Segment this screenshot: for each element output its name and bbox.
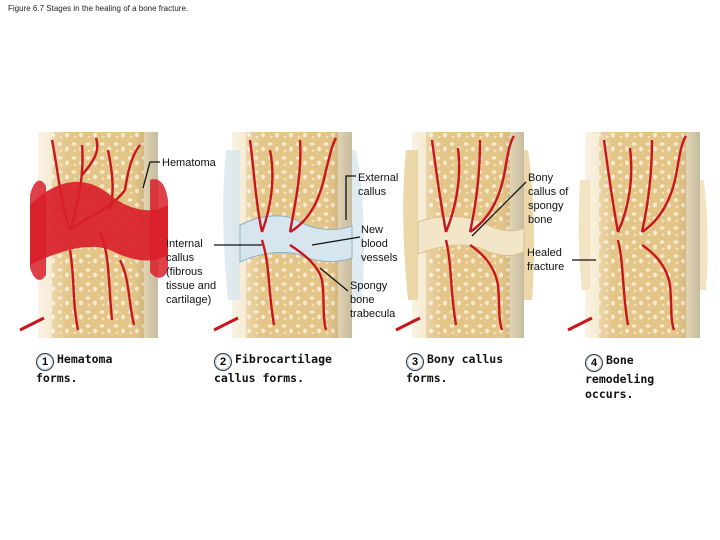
stage-3-bone xyxy=(395,132,535,338)
label-spongy-bone-trabecula: Spongy bone trabecula xyxy=(350,280,396,320)
step-4-text-rest: remodeling occurs. xyxy=(585,372,655,401)
step-2-number: 2 xyxy=(214,353,232,371)
step-1-text-first: Hematoma xyxy=(57,352,113,366)
step-3-text-rest: forms. xyxy=(406,371,448,385)
step-3-text-first: Bony callus xyxy=(427,352,504,366)
stage-1-bone xyxy=(19,132,168,338)
figure-number: Figure 6.7 xyxy=(8,4,45,13)
stage-3-bony-callus xyxy=(403,150,535,300)
step-4-number: 4 xyxy=(585,354,603,372)
label-internal-callus: Internal callus (fibrous tissue and cart… xyxy=(166,238,217,306)
label-hematoma: Hematoma xyxy=(162,157,216,169)
figure-title: Stages in the healing of a bone fracture… xyxy=(46,4,189,13)
step-2-text-rest: callus forms. xyxy=(214,371,305,385)
step-2-text-first: Fibrocartilage xyxy=(235,352,332,366)
label-healed-fracture: Healed fracture xyxy=(527,247,565,273)
stage-2-bone xyxy=(213,132,364,338)
label-external-callus: External callus xyxy=(358,172,399,198)
leader-lines xyxy=(142,161,596,292)
stage-3-blood-vessels xyxy=(430,135,516,331)
stage-4-blood-vessels xyxy=(602,135,688,331)
leader-external-callus xyxy=(345,175,356,220)
step-3-number: 3 xyxy=(406,353,424,371)
figure-caption: Figure 6.7 Stages in the healing of a bo… xyxy=(8,4,188,13)
label-new-blood-vessels: New blood vessels xyxy=(361,224,398,264)
leader-bony-callus xyxy=(471,181,527,237)
leader-hematoma xyxy=(142,161,160,189)
step-1-text-rest: forms. xyxy=(36,371,78,385)
stage-2-internal-callus xyxy=(239,215,353,263)
stage-4-bone xyxy=(567,132,708,338)
stage-2-external-callus xyxy=(223,150,364,300)
step-4-text-first: Bone xyxy=(606,353,634,367)
leader-spongy-bone xyxy=(319,267,349,292)
step-1-number: 1 xyxy=(36,353,54,371)
stage-2-new-blood-vessels xyxy=(248,137,338,331)
label-bony-callus: Bony callus of spongy bone xyxy=(528,172,569,226)
stage-1-hematoma xyxy=(30,181,168,265)
leader-new-blood-vessels xyxy=(311,236,361,246)
